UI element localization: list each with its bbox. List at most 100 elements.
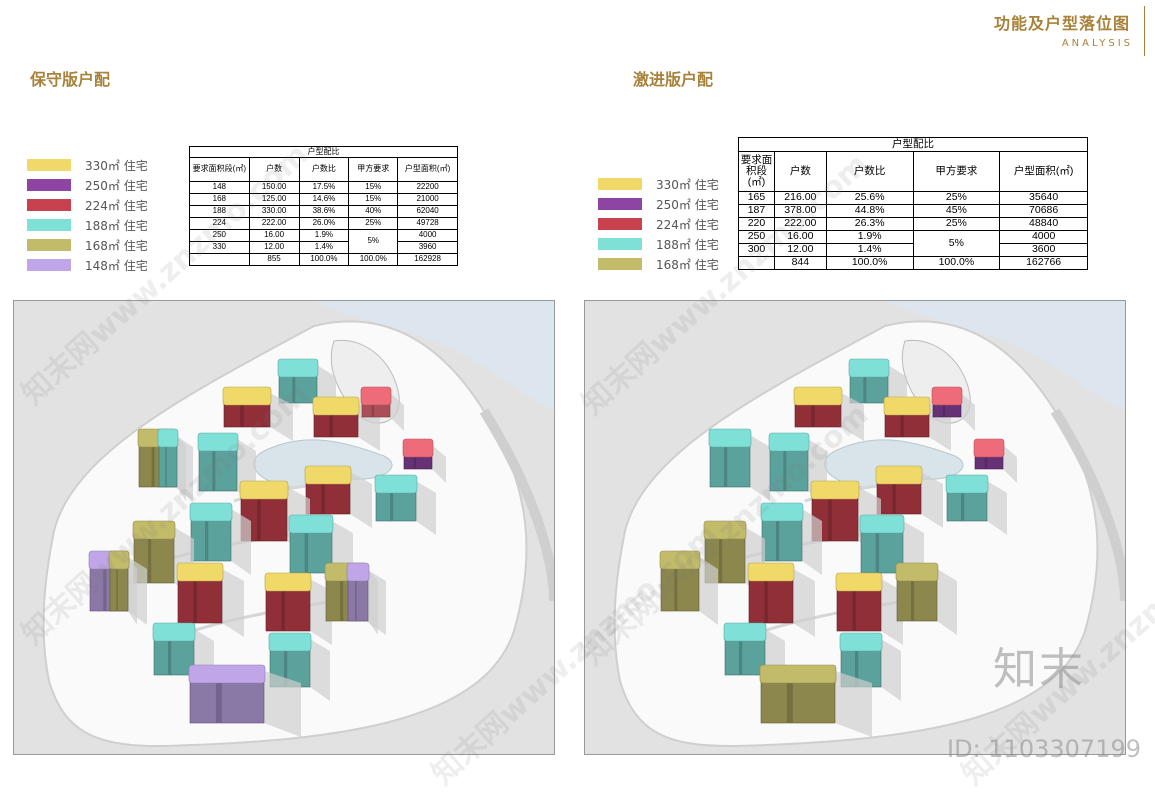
table-cell: 38.6% (298, 205, 350, 218)
building-shadow (432, 445, 446, 483)
building-shadow (921, 472, 943, 528)
table-cell: 162928 (397, 253, 458, 266)
table-cell: 70686 (999, 204, 1088, 218)
legend-label: 188㎡ 住宅 (85, 219, 148, 233)
table-cell: 100.0% (298, 253, 350, 266)
table-cell: 4000 (999, 230, 1088, 244)
building-roof (723, 622, 767, 642)
building-shadow (368, 569, 378, 635)
building-roof (188, 664, 266, 684)
table-cell: 45% (912, 204, 1001, 218)
building-roof (768, 432, 810, 452)
legend-swatch (27, 239, 71, 251)
building-facade-detail (103, 557, 107, 611)
building-roof (875, 465, 923, 485)
building-roof (239, 480, 289, 500)
building-roof (108, 550, 130, 570)
building-roof (374, 474, 418, 494)
table-cell: 12.00 (248, 241, 300, 254)
header-divider (1144, 6, 1145, 56)
table-header: 要求面积段(㎡) (738, 151, 775, 192)
building-roof (157, 428, 179, 448)
building-roof (346, 562, 370, 582)
building-shadow (416, 481, 436, 535)
building-facade-detail (961, 481, 965, 521)
table-cell: 17.5% (298, 181, 350, 194)
building-facade-detail (674, 557, 678, 611)
table-cell: 5% (912, 230, 1001, 257)
building-facade-detail (855, 639, 859, 687)
legend-label: 250㎡ 住宅 (656, 198, 719, 212)
table-header: 户数比 (825, 151, 914, 192)
building-roof (760, 502, 804, 522)
building-roof (197, 432, 239, 452)
water-area (314, 301, 554, 411)
building-facade-detail (212, 439, 216, 491)
table-title: 户型配比 (189, 146, 458, 158)
building-shadow (793, 569, 815, 637)
table-cell: 25% (912, 217, 1001, 231)
table-cell: 22200 (397, 181, 458, 194)
legend-swatch (27, 179, 71, 191)
right-site-plan (584, 300, 1126, 755)
legend-label: 330㎡ 住宅 (656, 178, 719, 192)
building-facade-detail (786, 671, 793, 723)
legend-swatch (27, 219, 71, 231)
building-facade-detail (900, 403, 904, 437)
table-cell: 162766 (999, 256, 1088, 270)
building-facade-detail (852, 579, 856, 631)
left-site-plan (13, 300, 555, 755)
table-cell: 14.6% (298, 193, 350, 206)
building-facade-detail (355, 569, 357, 621)
building-facade-detail (215, 671, 222, 723)
table-cell: 21000 (397, 193, 458, 206)
legend-swatch (598, 238, 642, 250)
building-facade-detail (304, 521, 309, 573)
table-cell: 1.9% (298, 229, 350, 242)
building-shadow (231, 509, 251, 575)
building-shadow (835, 671, 872, 737)
legend-label: 250㎡ 住宅 (85, 179, 148, 193)
table-cell: 100.0% (825, 256, 914, 270)
table-cell: 26.0% (298, 217, 350, 230)
building-facade-detail (340, 569, 344, 621)
building-roof (277, 358, 319, 378)
building-facade-detail (783, 439, 787, 491)
building-roof (945, 474, 989, 494)
table-header: 甲方要求 (348, 157, 399, 182)
building-roof (152, 622, 196, 642)
building-roof (747, 562, 795, 582)
table-cell: 844 (773, 256, 827, 270)
building-roof (264, 572, 312, 592)
building-roof (703, 520, 747, 540)
table-cell: 100.0% (912, 256, 1001, 270)
legend-swatch (27, 199, 71, 211)
building-facade-detail (281, 579, 285, 631)
building-facade-detail (116, 557, 118, 611)
table-cell: 48840 (999, 217, 1088, 231)
building-facade-detail (390, 481, 394, 521)
building-shadow (222, 569, 244, 637)
right-section-title: 激进版户配 (633, 70, 714, 89)
building-roof (222, 386, 272, 406)
table-header: 要求面积段(㎡) (189, 157, 250, 182)
legend-label: 330㎡ 住宅 (85, 159, 148, 173)
building-facade-detail (148, 527, 152, 583)
building-facade-detail (764, 569, 768, 623)
page-title: 功能及户型落位图 (993, 14, 1130, 33)
table-title: 户型配比 (738, 137, 1088, 152)
building-facade-detail (776, 509, 780, 561)
building-roof (360, 386, 392, 406)
road-edge (1050, 408, 1125, 602)
table-cell: 25% (912, 191, 1001, 205)
building-roof (883, 396, 931, 416)
building-shadow (264, 671, 301, 737)
table-cell: 1.4% (825, 243, 914, 257)
table-cell: 1.9% (825, 230, 914, 244)
